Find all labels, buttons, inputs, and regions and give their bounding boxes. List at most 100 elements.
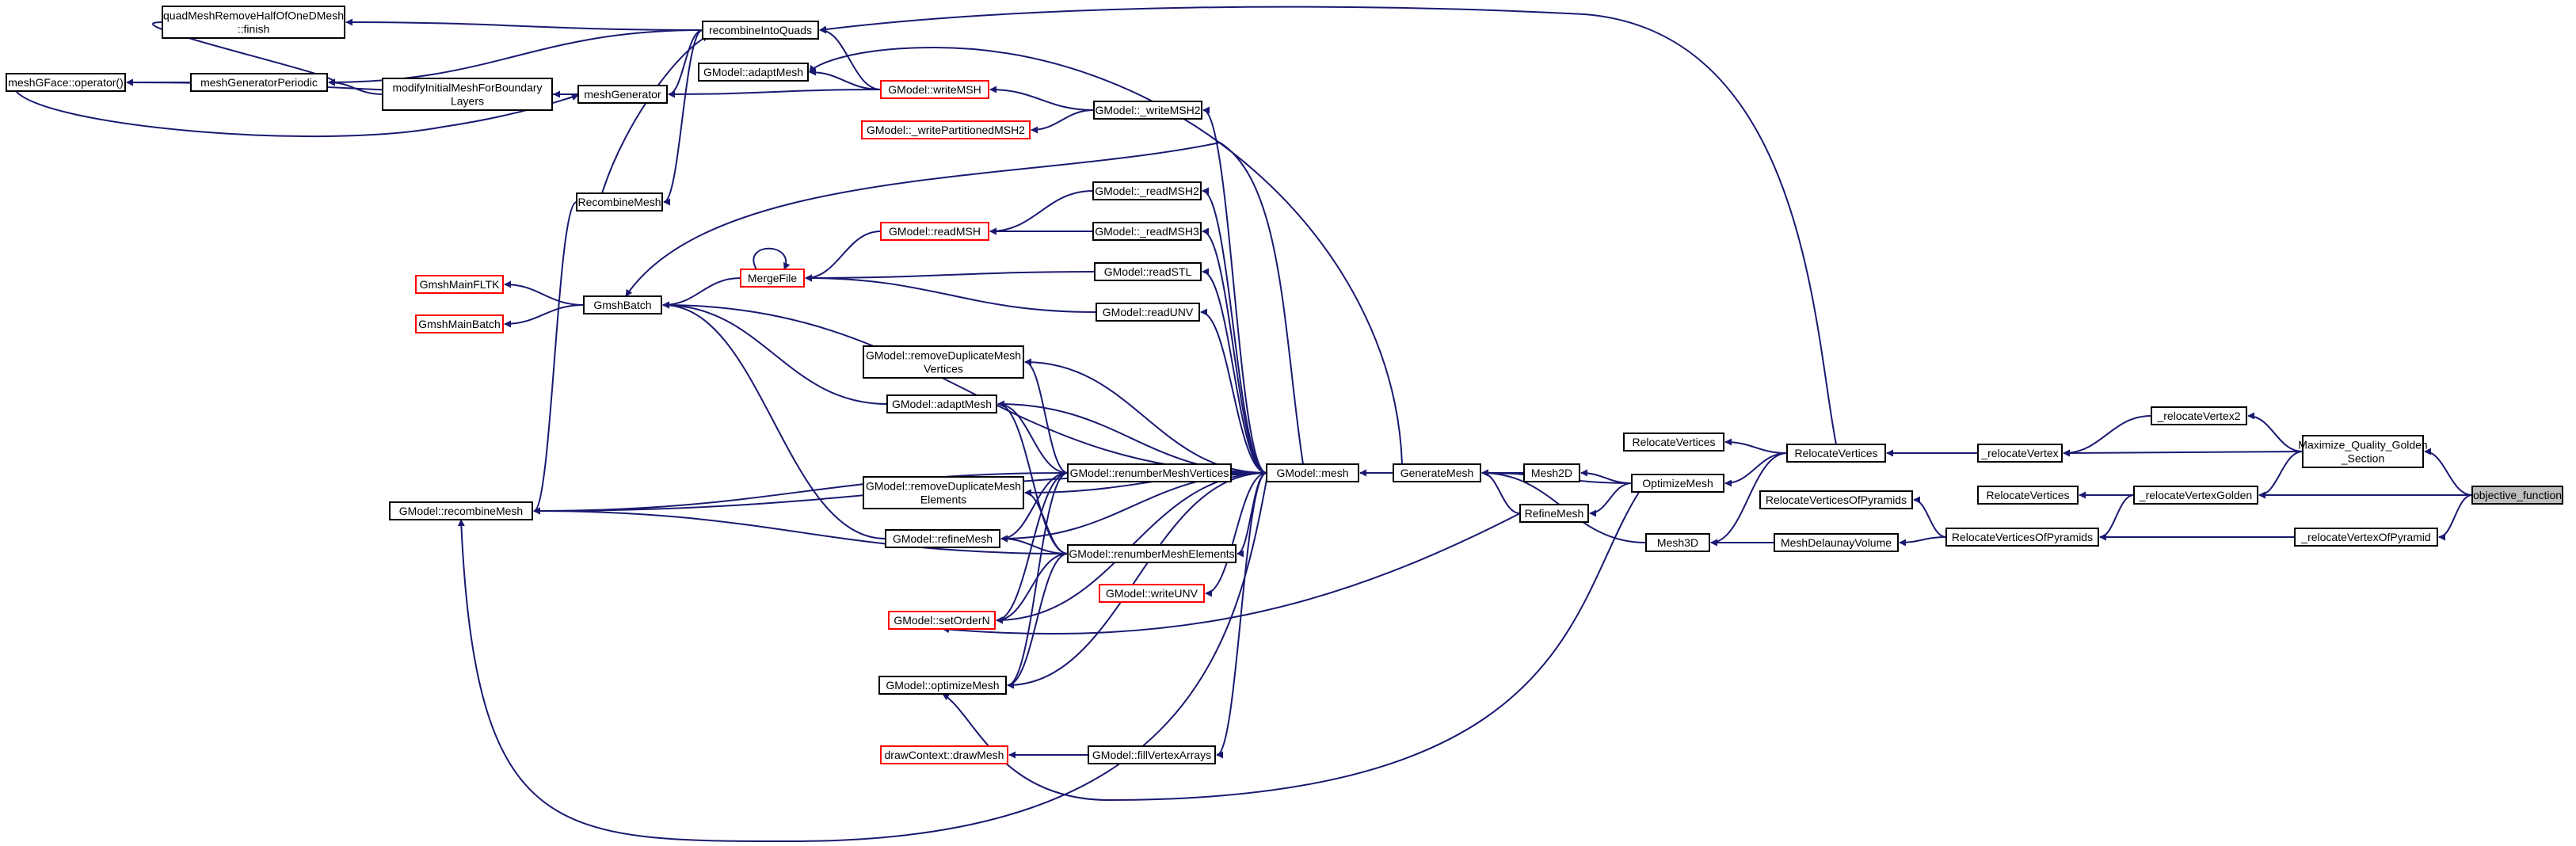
node-label: RefineMesh [1525, 507, 1584, 520]
node-box [885, 529, 1000, 548]
node-box [698, 63, 809, 82]
node-recombine-into-quads[interactable]: recombineIntoQuads [702, 21, 819, 40]
node-label: GModel::writeMSH [888, 83, 981, 96]
edge-maximize_quality-to-relocate_vertex [2063, 449, 2304, 457]
node-label: Elements [920, 494, 966, 506]
edge-relocate_vertices_of_pyramids-to-mesh_delaunay_volume [1899, 536, 1947, 547]
node-draw-context[interactable]: drawContext::drawMesh [880, 745, 1008, 764]
node-box [702, 21, 819, 40]
node-label: _Section [2341, 452, 2384, 465]
node-refine-mesh[interactable]: RefineMesh [1519, 504, 1589, 523]
edge-refine_mesh-to-generate_mesh [1481, 469, 1521, 514]
node-write-unv[interactable]: GModel::writeUNV [1099, 584, 1205, 603]
node-fill-vertex-arrays[interactable]: GModel::fillVertexArrays [1088, 745, 1216, 764]
node-renumber-vertices[interactable]: GModel::renumberMeshVertices [1067, 463, 1232, 482]
edge-write_msh2-to-write_msh [989, 86, 1095, 111]
node-optimize-mesh[interactable]: OptimizeMesh [1631, 474, 1724, 493]
edge-read_unv-to-merge_file [805, 274, 1097, 313]
edge-objective_function-to-maximize_quality [2424, 448, 2473, 496]
node-mesh-generator[interactable]: meshGenerator [577, 85, 668, 104]
node-relocate-vertices-b[interactable]: RelocateVertices [1977, 486, 2079, 505]
node-label: Maximize_Quality_Golden [2298, 439, 2427, 452]
node-read-msh3[interactable]: GModel::_readMSH3 [1092, 222, 1202, 241]
edge-objective_function-to-relocate_vertex_of_pyramid [2438, 494, 2473, 541]
node-mesh3d[interactable]: Mesh3D [1645, 533, 1710, 552]
node-mesh-delaunay-volume[interactable]: MeshDelaunayVolume [1774, 533, 1899, 552]
edge-renumber_vertices-to-refine_mesh_gmodel [1000, 472, 1069, 543]
node-renumber-elements[interactable]: GModel::renumberMeshElements [1067, 544, 1237, 563]
node-box [583, 295, 662, 314]
node-gmodel-recombine-mesh[interactable]: GModel::recombineMesh [389, 501, 533, 520]
node-gmsh-main-batch[interactable]: GmshMainBatch [415, 314, 504, 333]
node-relocate-vertex-of-pyramid[interactable]: _relocateVertexOfPyramid [2294, 528, 2438, 547]
node-maximize-quality[interactable]: Maximize_Quality_Golden_Section [2298, 435, 2428, 468]
node-label: GModel::optimizeMesh [886, 679, 999, 692]
node-box [576, 192, 663, 212]
node-label: objective_function [2473, 489, 2562, 501]
node-gmsh-batch[interactable]: GmshBatch [583, 295, 662, 314]
edge-read_msh-to-merge_file [805, 231, 882, 282]
edge-relocate_vertices_a-to-relocate_vertices_c [1724, 438, 1788, 454]
node-box [1093, 101, 1202, 120]
node-relocate-vertices-of-pyramids[interactable]: RelocateVerticesOfPyramids [1945, 528, 2099, 547]
node-read-msh2[interactable]: GModel::_readMSH2 [1092, 181, 1202, 200]
node-refine-mesh-gmodel[interactable]: GModel::refineMesh [885, 529, 1000, 548]
node-box [1945, 528, 2099, 547]
node-write-partitioned[interactable]: GModel::_writePartitionedMSH2 [861, 120, 1031, 139]
node-box [863, 476, 1024, 509]
edge-renumber_vertices-to-adapt_mesh_mid [997, 400, 1069, 474]
node-relocate-vertex-golden[interactable]: _relocateVertexGolden [2133, 486, 2258, 505]
edge-extra-8 [753, 247, 791, 270]
node-label: GenerateMesh [1400, 467, 1474, 479]
node-mesh-generator-periodic[interactable]: meshGeneratorPeriodic [190, 73, 328, 92]
edge-recombine_into_quads-to-mesh_generator [668, 29, 703, 98]
edge-renumber_elements-to-refine_mesh_gmodel [1000, 535, 1069, 554]
node-read-unv[interactable]: GModel::readUNV [1096, 303, 1200, 322]
node-relocate-vertices-c[interactable]: RelocateVertices [1623, 433, 1724, 452]
node-label: GModel::refineMesh [893, 532, 993, 545]
node-write-msh[interactable]: GModel::writeMSH [880, 80, 989, 99]
node-gmsh-main-fltk[interactable]: GmshMainFLTK [415, 275, 504, 294]
node-box [415, 275, 504, 294]
node-box [190, 73, 328, 92]
node-generate-mesh[interactable]: GenerateMesh [1393, 463, 1481, 482]
node-label: RelocateVerticesOfPyramids [1766, 494, 1907, 506]
edge-recombine_into_quads-to-mesh_generator_periodic [328, 29, 703, 86]
node-objective-function[interactable]: objective_function [2471, 486, 2563, 505]
edge-gmodel_mesh-to-fill_vertex_arrays [1216, 472, 1267, 759]
node-mesh2d[interactable]: Mesh2D [1523, 463, 1580, 482]
node-mesh-gface[interactable]: meshGFace::operator() [6, 73, 126, 92]
edge-read_msh2-to-read_msh [989, 190, 1094, 235]
node-box [878, 676, 1007, 695]
edge-maximize_quality-to-relocate_vertex2 [2247, 412, 2304, 452]
node-gmodel-mesh[interactable]: GModel::mesh [1266, 463, 1359, 482]
node-box [415, 314, 504, 333]
node-label: GModel::recombineMesh [399, 505, 523, 517]
node-recombine-mesh[interactable]: RecombineMesh [576, 192, 663, 212]
node-label: meshGeneratorPeriodic [200, 76, 318, 89]
call-edges [15, 6, 2473, 843]
node-label: GmshMainFLTK [420, 278, 501, 291]
node-relocate-vertices-a[interactable]: RelocateVertices [1786, 444, 1886, 463]
edge-refine_mesh_gmodel-to-gmsh_batch [662, 301, 886, 539]
node-read-stl[interactable]: GModel::readSTL [1094, 262, 1202, 281]
node-adapt-mesh-mid[interactable]: GModel::adaptMesh [886, 394, 997, 413]
node-write-msh2[interactable]: GModel::_writeMSH2 [1093, 101, 1202, 120]
node-quad-mesh-remove[interactable]: quadMeshRemoveHalfOfOneDMesh::finish [162, 6, 345, 39]
node-relocate-vertices-of-pyramids-b[interactable]: RelocateVerticesOfPyramids [1759, 490, 1913, 509]
node-merge-file[interactable]: MergeFile [740, 269, 805, 288]
node-read-msh[interactable]: GModel::readMSH [880, 222, 989, 241]
edge-gmodel_mesh-to-read_msh2 [1202, 187, 1267, 474]
node-relocate-vertex[interactable]: _relocateVertex [1977, 444, 2063, 463]
edge-maximize_quality-to-relocate_vertex_golden [2258, 451, 2304, 499]
node-box [1094, 262, 1202, 281]
node-relocate-vertex2[interactable]: _relocateVertex2 [2151, 406, 2247, 425]
node-set-order-n[interactable]: GModel::setOrderN [888, 611, 996, 630]
node-box [1088, 745, 1216, 764]
edge-relocate_vertices_of_pyramids-to-relocate_vertices_of_pyramids_b [1913, 496, 1947, 538]
node-adapt-mesh-top[interactable]: GModel::adaptMesh [698, 63, 809, 82]
node-gmodel-optimize-mesh[interactable]: GModel::optimizeMesh [878, 676, 1007, 695]
